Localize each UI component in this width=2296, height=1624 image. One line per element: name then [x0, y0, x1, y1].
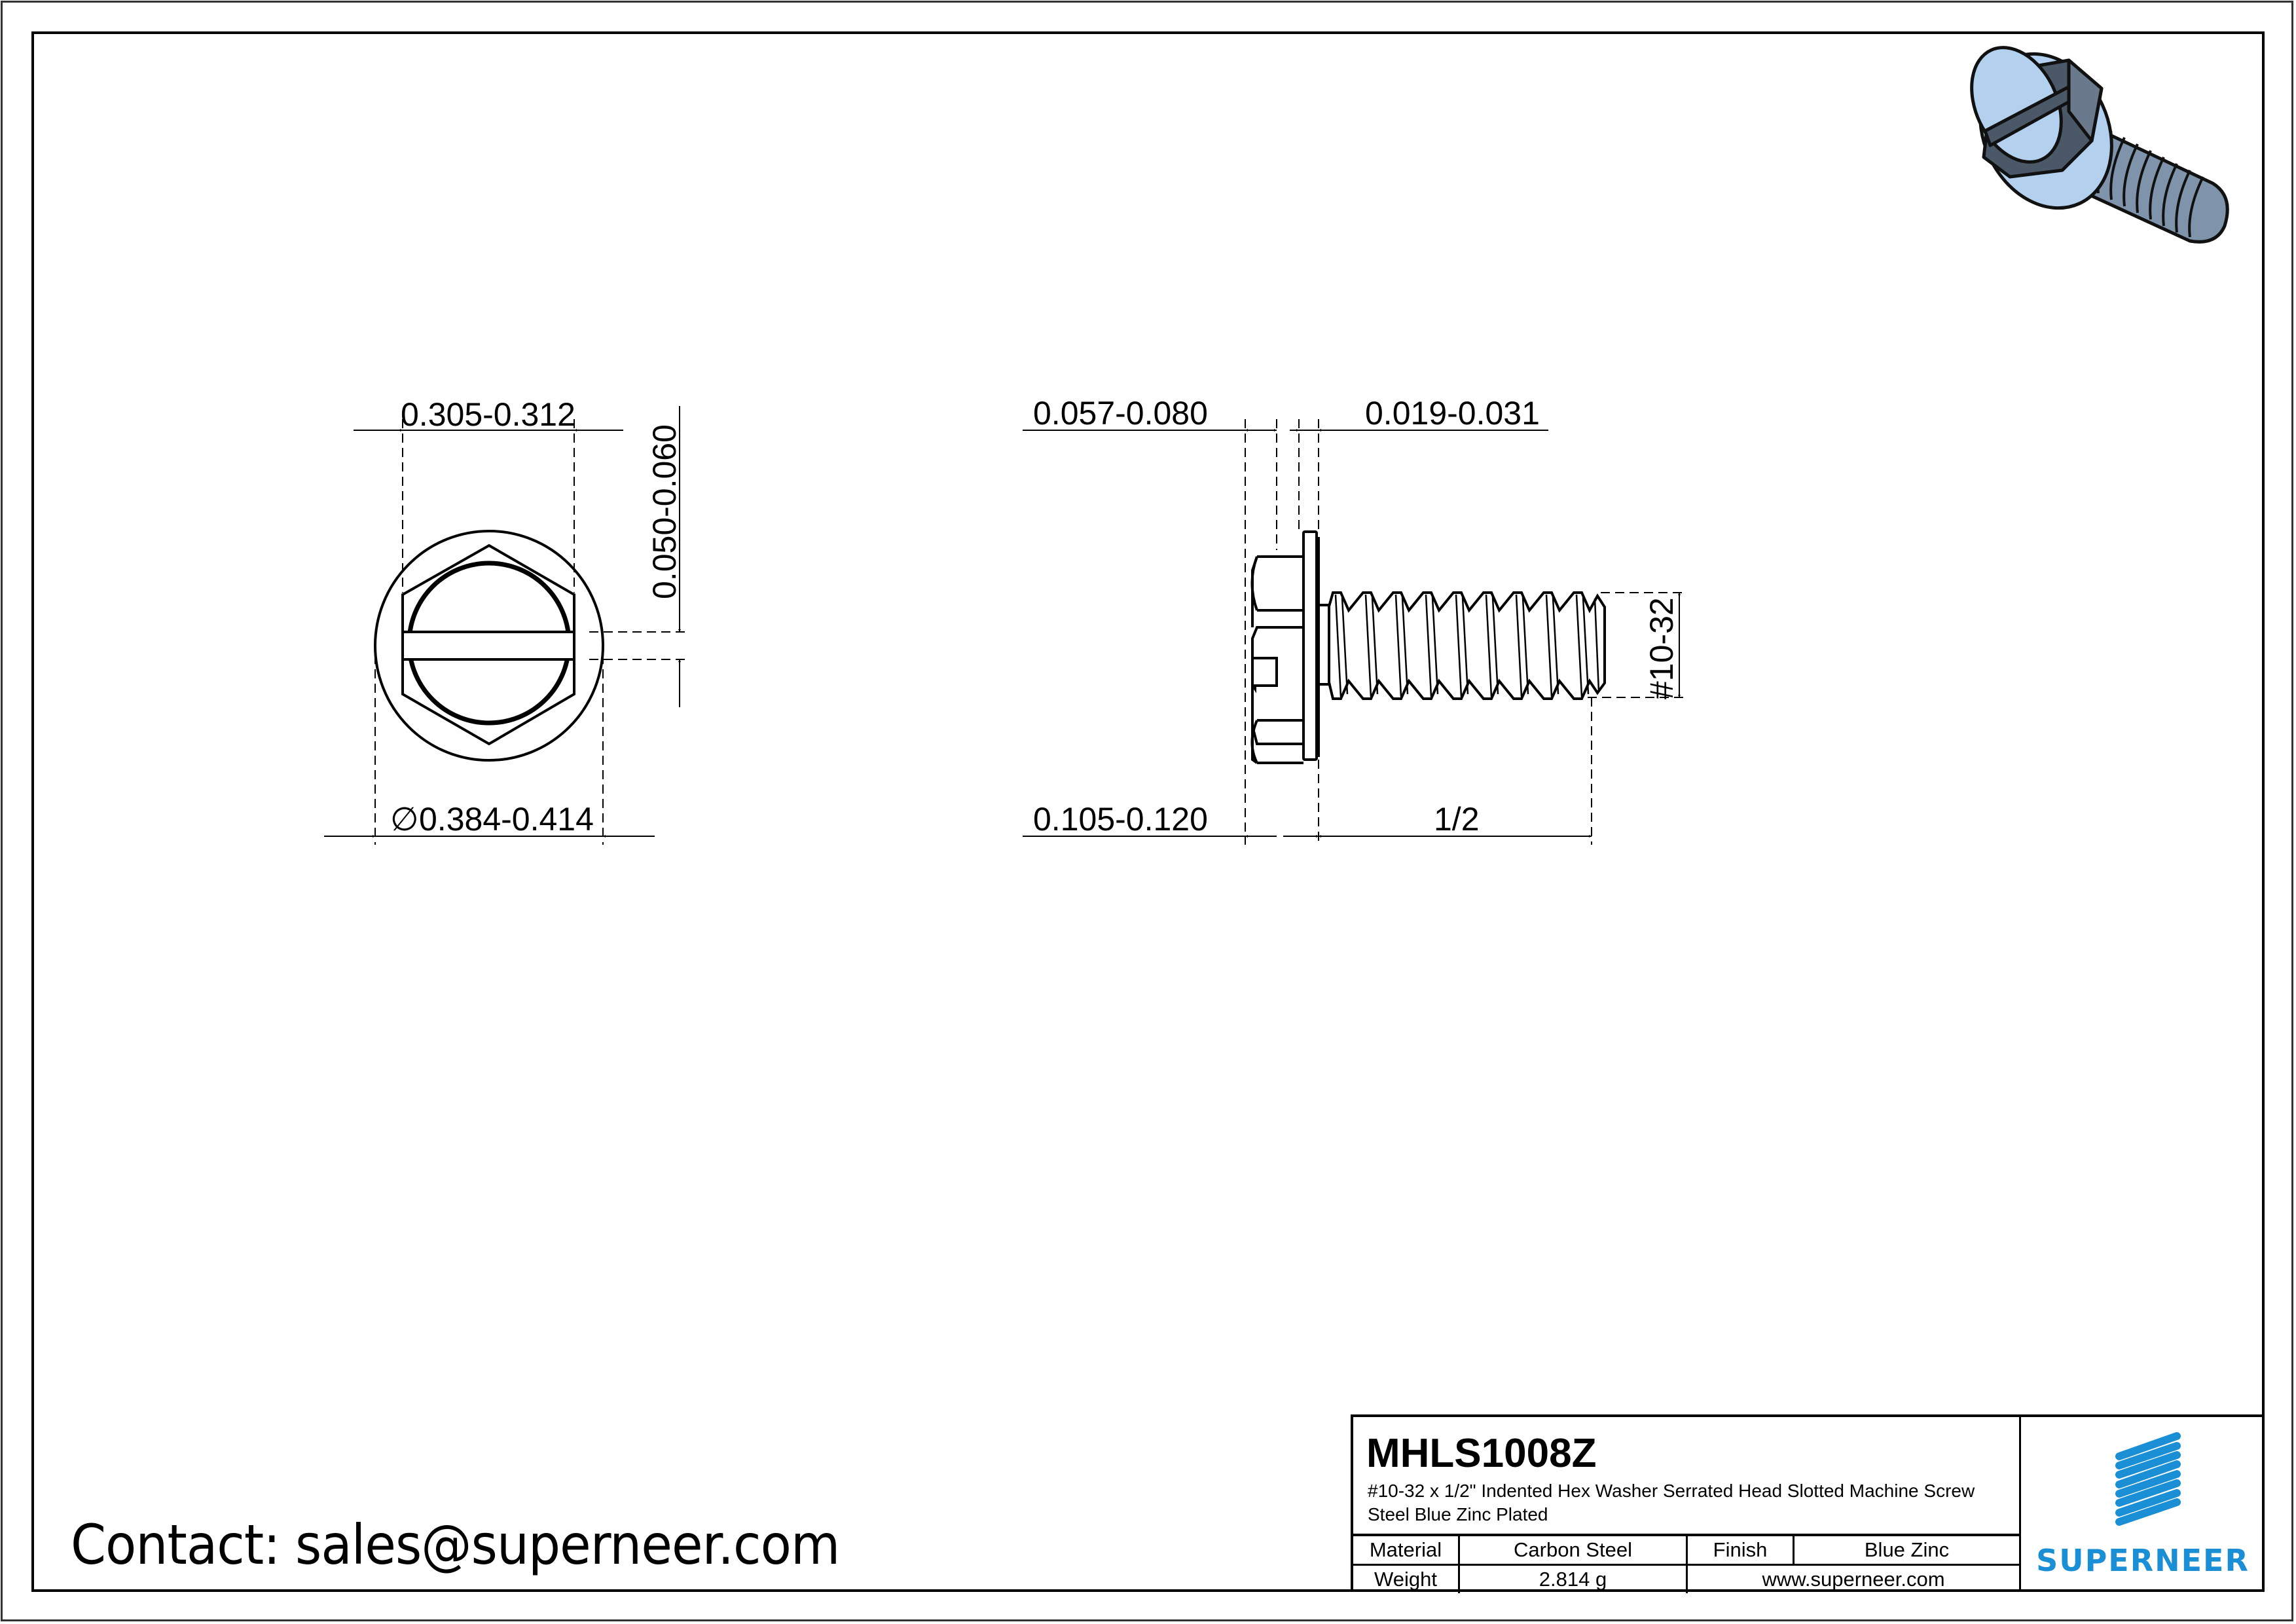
- dim-slot-depth: 0.057-0.080: [1033, 395, 1208, 432]
- washer-outline: [1302, 530, 1318, 761]
- washer-outline: [374, 530, 604, 762]
- sheet-inner-border: [31, 31, 2265, 1592]
- specs-table: Material Carbon Steel Finish Blue Zinc W…: [1353, 1534, 2019, 1593]
- website-link[interactable]: www.superneer.com: [1686, 1564, 2019, 1593]
- slot-outline: [401, 631, 575, 661]
- title-block-main: MHLS1008Z #10-32 x 1/2" Indented Hex Was…: [1353, 1417, 2021, 1593]
- material-value: Carbon Steel: [1458, 1534, 1688, 1566]
- hex-outline: [401, 544, 575, 746]
- side-view: [1250, 530, 1606, 764]
- dim-head-height: 0.105-0.120: [1033, 801, 1208, 838]
- finish-value: Blue Zinc: [1793, 1534, 2019, 1566]
- thread-outline: [1328, 591, 1606, 700]
- title-block: MHLS1008Z #10-32 x 1/2" Indented Hex Was…: [1351, 1414, 2265, 1593]
- weight-value: 2.814 g: [1458, 1564, 1688, 1593]
- contact-email: Contact: sales@superneer.com: [71, 1513, 840, 1577]
- table-row: Material Carbon Steel Finish Blue Zinc: [1353, 1534, 2019, 1566]
- brand-name: SUPERNEER: [2036, 1543, 2250, 1578]
- dim-length: 1/2: [1434, 801, 1480, 838]
- hex-head-outline: [1251, 626, 1303, 745]
- part-number: MHLS1008Z: [1366, 1431, 1597, 1476]
- weight-label: Weight: [1353, 1564, 1460, 1593]
- isometric-screw-illustration: [1970, 46, 2229, 244]
- dim-washer-thickness: 0.019-0.031: [1365, 395, 1540, 432]
- side-view-dimensions: [1023, 419, 1686, 845]
- front-view: [324, 406, 687, 845]
- material-label: Material: [1353, 1534, 1460, 1566]
- dim-diameter-symbol: ∅: [390, 801, 419, 838]
- dim-washer-diameter: 0.384-0.414: [419, 801, 594, 838]
- finish-label: Finish: [1686, 1534, 1795, 1566]
- dim-thread: #10-32: [1643, 597, 1680, 699]
- logo-stripes-icon: [2115, 1432, 2181, 1526]
- table-row: Weight 2.814 g www.superneer.com: [1353, 1564, 2019, 1593]
- dim-slot-width: 0.050-0.060: [646, 424, 683, 599]
- brand-logo: SUPERNEER: [2021, 1417, 2265, 1592]
- dim-hex-across-flats: 0.305-0.312: [401, 396, 575, 433]
- part-description: #10-32 x 1/2" Indented Hex Washer Serrat…: [1368, 1481, 1975, 1524]
